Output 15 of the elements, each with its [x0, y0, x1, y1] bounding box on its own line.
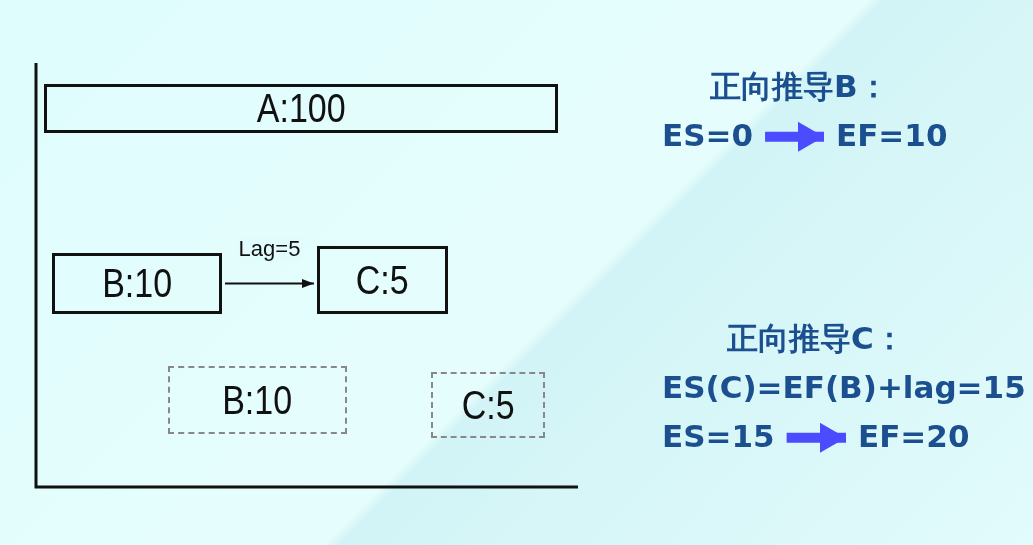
formula-text: ES(C)=EF(B)+lag=15 — [662, 369, 1026, 405]
task-box: C:5 — [317, 246, 448, 314]
arrow — [786, 422, 846, 453]
arrow — [765, 121, 824, 152]
formula-text: ES=0 — [662, 117, 754, 153]
task-box: B:10 — [168, 366, 347, 434]
formula-text: ES=15 — [662, 418, 775, 454]
formula-text: EF=20 — [858, 418, 970, 454]
arrow — [224, 279, 315, 288]
task-box: A:100 — [44, 84, 558, 133]
formula-text: EF=10 — [836, 117, 948, 153]
heading-text: 正向推导C： — [727, 319, 905, 358]
task-box: B:10 — [52, 253, 222, 314]
task-box: C:5 — [431, 372, 545, 438]
heading-text: 正向推导B： — [710, 67, 889, 106]
